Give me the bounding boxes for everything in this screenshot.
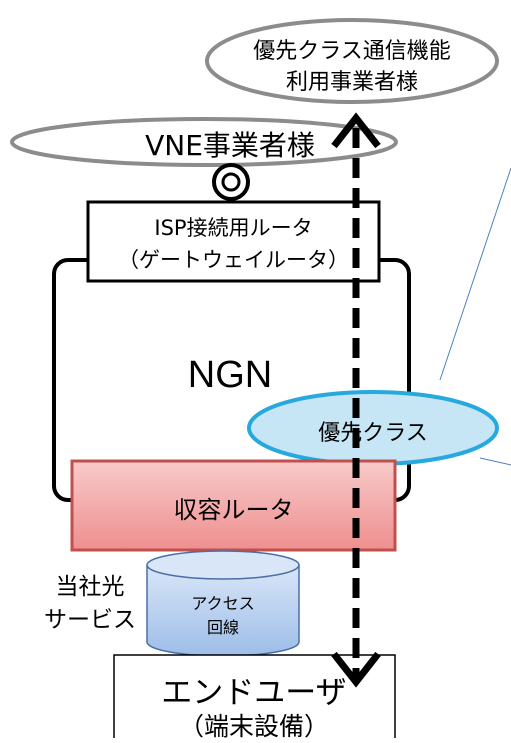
arrow-head-top [331, 112, 381, 149]
callout-line-upper [439, 167, 511, 381]
fiber-service-label-line2: サービス [44, 607, 136, 633]
ngn-label: NGN [187, 354, 273, 396]
access-line-label-line1: アクセス [191, 594, 255, 613]
callout-line-lower [479, 457, 511, 466]
fiber-service-label-line1: 当社光 [55, 574, 125, 600]
access-line-cylinder-top [146, 550, 300, 580]
arrow-head-bottom [331, 651, 381, 688]
accommodation-router-label: 収容ルータ [173, 496, 294, 524]
isp-router-box [86, 200, 381, 283]
end-user-label-line2: （端末設備） [178, 712, 329, 741]
vne-ellipse [10, 117, 398, 167]
isp-router-label-line2: （ゲートウェイルータ） [118, 248, 349, 272]
accommodation-router-box [70, 459, 397, 552]
end-user-label-line1: エンドユーザ [161, 675, 347, 711]
vne-label: VNE事業者様 [145, 129, 315, 162]
connector-inner-ring [221, 172, 241, 192]
priority-user-label-line2: 利用事業者様 [285, 70, 418, 95]
isp-router-label-line1: ISP接続用ルータ [154, 216, 313, 240]
access-line-label-line2: 回線 [206, 618, 239, 637]
priority-user-ellipse [205, 18, 499, 104]
priority-class-label: 優先クラス [318, 421, 428, 446]
priority-user-label-line1: 優先クラス通信機能 [253, 39, 451, 64]
